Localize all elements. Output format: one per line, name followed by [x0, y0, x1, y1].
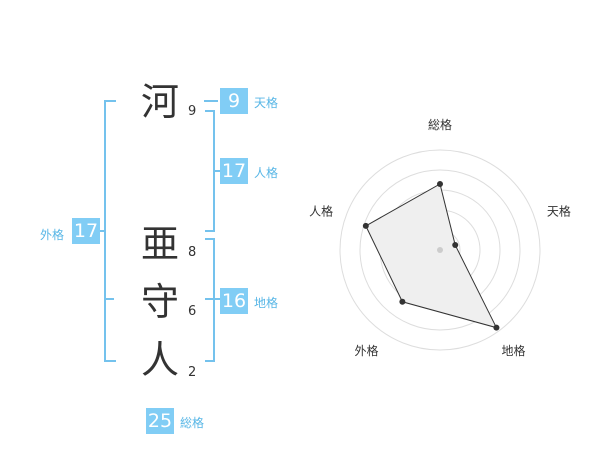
radar-axis-label-5: 人格	[309, 203, 333, 218]
tenkaku-value: 9	[220, 88, 248, 114]
stroke-count-4: 2	[188, 365, 197, 380]
name-char-1: 河	[140, 80, 179, 124]
chikaku-value: 16	[220, 288, 248, 314]
name-char-2: 亜	[140, 222, 179, 266]
stroke-count-2: 8	[188, 245, 197, 260]
stroke-count-3: 6	[188, 304, 197, 319]
gaikaku-bracket	[104, 100, 116, 362]
soukaku-value: 25	[146, 408, 174, 434]
radar-point-1	[437, 181, 443, 187]
chikaku-tick	[205, 298, 213, 300]
radar-point-5	[362, 222, 369, 229]
radar-point-3	[493, 324, 500, 331]
chikaku-bracket	[205, 238, 215, 362]
radar-axis-label-3: 地格	[501, 343, 525, 358]
name-char-3: 守	[140, 280, 179, 324]
gaikaku-label: 外格	[40, 228, 65, 242]
tenkaku-label: 天格	[254, 96, 279, 110]
radar-center-dot	[437, 247, 443, 253]
radar-ring	[359, 169, 521, 331]
name-char-4: 人	[140, 338, 179, 382]
radar-axis-label-4: 外格	[355, 343, 379, 358]
jinkaku-value: 17	[220, 158, 248, 184]
radar-area	[365, 183, 498, 329]
radar-points	[362, 181, 500, 331]
chikaku-label: 地格	[254, 296, 279, 310]
radar-axis-label-1: 総格	[428, 117, 452, 132]
chikaku-connector	[215, 298, 221, 300]
gaikaku-connector	[98, 230, 104, 232]
tenkaku-connector	[204, 100, 218, 102]
radar-point-2	[452, 242, 459, 249]
radar-point-4	[399, 298, 406, 305]
gaikaku-value: 17	[72, 218, 100, 244]
jinkaku-connector	[215, 170, 221, 172]
gaikaku-bracket-tick	[104, 298, 114, 300]
soukaku-label: 総格	[180, 416, 205, 430]
jinkaku-label: 人格	[254, 166, 279, 180]
radar-axis-label-2: 天格	[547, 203, 571, 218]
radar-ring	[339, 149, 541, 351]
stroke-count-1: 9	[188, 104, 197, 119]
jinkaku-bracket	[205, 110, 215, 232]
